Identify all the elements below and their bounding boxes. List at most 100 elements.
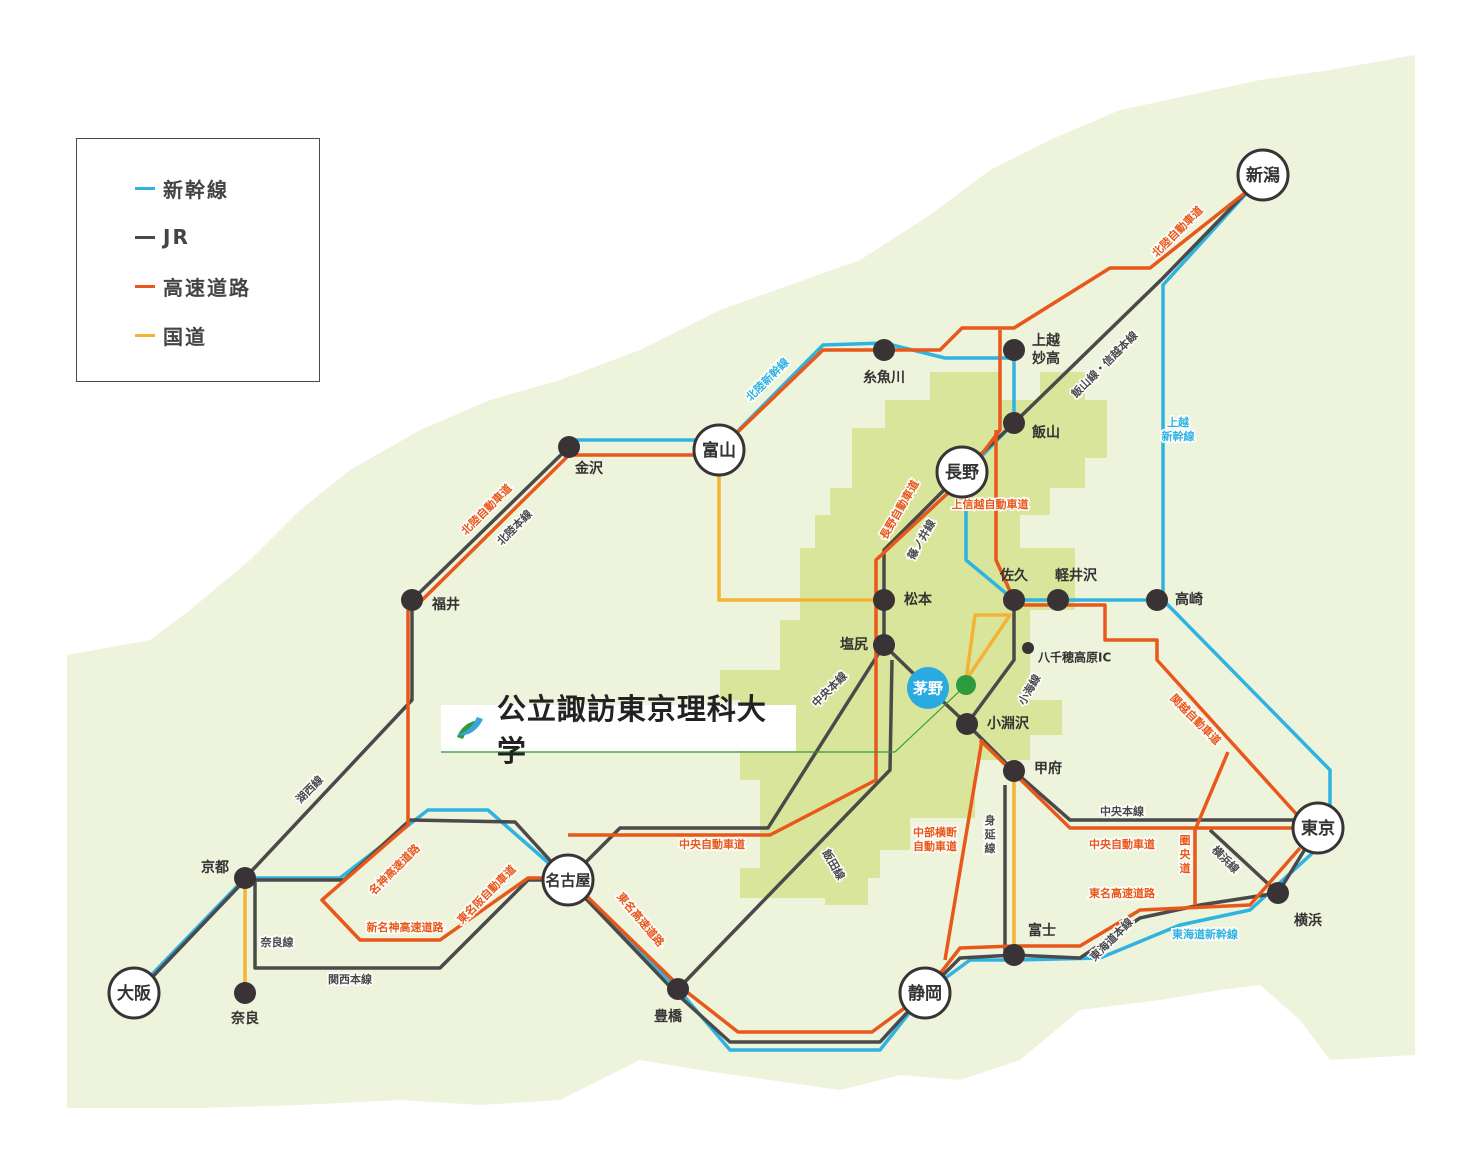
station-label-kyoto: 京都 [201,859,229,876]
station-label-iiyama: 飯山 [1031,424,1060,441]
line-label-text: 身 [985,813,996,827]
major-station-label-shizuoka: 静岡 [908,983,942,1004]
line-label-text: 延 [984,827,997,841]
legend-item-expressway: 高速道路 [135,271,251,301]
tokaido-main-line [138,818,1320,1044]
suwa-region-highlight [720,372,1107,905]
national-road-swatch [135,333,155,337]
legend-item-shinkansen: 新幹線 [135,173,229,203]
line-label-text: 新名神高速道路 [367,920,445,934]
legend-label: JR [163,225,190,249]
station-label-joetsumyoko: 妙高 [1032,350,1060,367]
major-station-niigata [1236,148,1290,202]
station-dot-saku [1003,589,1025,611]
yokohama-line [1208,828,1280,895]
kansai-main-line [253,878,568,970]
station-label-kobuchizawa: 小淵沢 [987,715,1030,732]
station-label-matsumoto: 松本 [904,591,933,608]
major-station-tokyo [1291,801,1345,855]
legend-item-jr: JR [135,222,190,252]
station-label-nara: 奈良 [230,1010,259,1027]
legend-item-national-road: 国道 [135,320,207,350]
nagano-chuo-expressway [568,330,1002,837]
station-label-toyohashi: 豊橋 [654,1008,683,1025]
line-label-shin-meishin: 新名神高速道路 [365,919,446,936]
major-station-nagano [935,445,989,499]
major-station-label-nagano: 長野 [945,463,979,483]
line-label-text: 圏 [1180,834,1191,847]
line-label-minobu: 身延線 [982,812,998,857]
major-station-label-tokyo: 東京 [1301,818,1335,839]
station-dot-fuji [1003,944,1025,966]
station-dot-kofu [1003,760,1025,782]
station-label-yatsugatake: 八千穂高原IC [1037,650,1111,665]
line-label-text: 中部横断 [913,825,957,839]
station-dot-shiojiri [873,634,895,656]
station-label-karuizawa: 軽井沢 [1055,567,1098,584]
station-dot-kyoto [234,867,256,889]
university-pointer-line [441,684,967,753]
ken-o-expressway [1193,751,1230,905]
major-station-osaka [107,966,161,1020]
line-label-text: 東海道新幹線 [1172,927,1238,941]
station-label-kofu: 甲府 [1034,760,1062,777]
line-label-chuo-expressway-w: 中央自動車道 [678,836,747,853]
station-dot-matsumoto [873,589,895,611]
station-label-fukui: 福井 [431,596,460,613]
station-dot-toyohashi [667,978,689,1000]
station-label-itoigawa: 糸魚川 [863,369,905,386]
station-label-saku: 佐久 [999,567,1029,584]
station-dot-iiyama [1003,412,1025,434]
line-label-text: 道 [1180,861,1191,875]
major-station-label-nagoya: 名古屋 [545,872,590,890]
chuo-shinonoi-line [566,173,1265,882]
station-dot-itoigawa [873,339,895,361]
legend-label: 国道 [163,324,207,349]
line-label-text: 上信越自動車道 [952,497,1029,511]
station-dot-yatsugatake [1022,642,1034,654]
station-dot-takasaki [1146,589,1168,611]
land-mass [67,55,1415,1108]
major-station-nagoya [541,853,595,907]
jr-swatch [135,235,155,239]
legend-box: 新幹線 JR 高速道路 国道 [76,138,320,382]
major-station-label-toyama: 富山 [702,440,736,461]
station-dot-joetsumyoko [1003,339,1025,361]
national-route [964,613,1012,681]
line-label-nara-line: 奈良線 [258,934,295,951]
university-banner: 公立諏訪東京理科大学 [441,692,796,768]
line-label-ken-o: 圏央道 [1178,833,1193,877]
station-dot-kanazawa [558,436,580,458]
line-label-text: 新幹線 [1162,429,1195,443]
university-name: 公立諏訪東京理科大学 [496,692,767,768]
hokuriku-expressway [717,183,1257,452]
chubu-odan-expressway [943,739,984,961]
station-label-takasaki: 高崎 [1175,591,1203,608]
station-label-yokohama: 横浜 [1294,912,1322,929]
line-label-chuo-main-e: 中央本線 [1099,803,1146,820]
major-station-label-osaka: 大阪 [117,983,151,1004]
line-label-text: 東名高速道路 [1089,886,1156,900]
chino-station-label: 茅野 [913,680,943,698]
station-label-fuji: 富士 [1028,922,1056,939]
major-station-shizuoka [898,966,952,1020]
chino-station-marker [907,667,949,709]
station-dot-nara [234,982,256,1004]
legend-label: 新幹線 [163,177,229,202]
line-label-text: 関西本線 [328,972,372,986]
station-dot-fukui [401,589,423,611]
line-label-kansai-main: 関西本線 [327,971,374,988]
joshinetsu-kanetsu-expressway [994,430,1320,840]
station-label-joetsumyoko: 上越 [1032,332,1061,349]
station-label-kanazawa: 金沢 [574,460,604,477]
station-label-shiojiri: 塩尻 [840,636,868,653]
line-label-chuo-expressway-e: 中央自動車道 [1088,836,1157,853]
line-label-text: 央 [1180,847,1192,861]
line-label-text: 中央自動車道 [679,837,745,851]
expressway-swatch [135,284,155,288]
koumi-line [965,600,1016,726]
